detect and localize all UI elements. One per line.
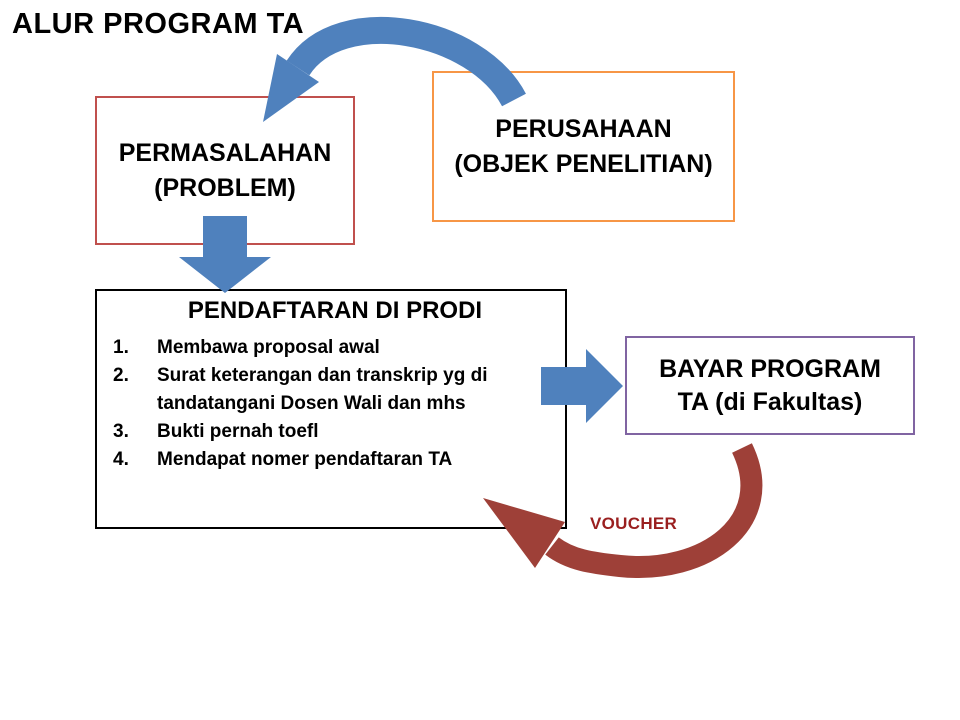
box-pendaftaran: PENDAFTARAN DI PRODI 1. Membawa proposal…: [95, 289, 567, 529]
list-item-number: 1.: [113, 337, 129, 358]
list-item-number: 4.: [113, 449, 129, 470]
pendaftaran-title: PENDAFTARAN DI PRODI: [187, 297, 483, 324]
list-item: 3. Bukti pernah toefl: [113, 418, 557, 446]
box-bayar-program: BAYAR PROGRAM TA (di Fakultas): [625, 336, 915, 435]
list-item-text: Membawa proposal awal: [157, 337, 380, 358]
list-item: 1. Membawa proposal awal: [113, 334, 557, 362]
list-item-number: 3.: [113, 421, 129, 442]
box-permasalahan: PERMASALAHAN (PROBLEM): [95, 96, 355, 245]
list-item: 2. Surat keterangan dan transkrip yg di …: [113, 362, 557, 418]
perusahaan-line2: (OBJEK PENELITIAN): [454, 149, 713, 178]
list-item-text: Bukti pernah toefl: [157, 421, 319, 442]
list-item-text: Mendapat nomer pendaftaran TA: [157, 449, 453, 470]
list-item-number: 2.: [113, 365, 129, 386]
voucher-label: VOUCHER: [590, 514, 678, 533]
perusahaan-line1: PERUSAHAAN: [495, 115, 672, 143]
pendaftaran-list: 1. Membawa proposal awal 2. Surat ketera…: [113, 334, 557, 474]
page-title: ALUR PROGRAM TA: [12, 8, 305, 40]
curved-arrow-body: [545, 443, 763, 578]
bayar-line2: TA (di Fakultas): [677, 387, 863, 416]
permasalahan-line1: PERMASALAHAN: [118, 139, 332, 167]
permasalahan-line2: (PROBLEM): [154, 173, 296, 202]
list-item: 4. Mendapat nomer pendaftaran TA: [113, 446, 557, 474]
box-perusahaan: PERUSAHAAN (OBJEK PENELITIAN): [432, 71, 735, 222]
list-item-text: Surat keterangan dan transkrip yg di tan…: [157, 365, 488, 414]
bayar-line1: BAYAR PROGRAM: [659, 354, 881, 383]
